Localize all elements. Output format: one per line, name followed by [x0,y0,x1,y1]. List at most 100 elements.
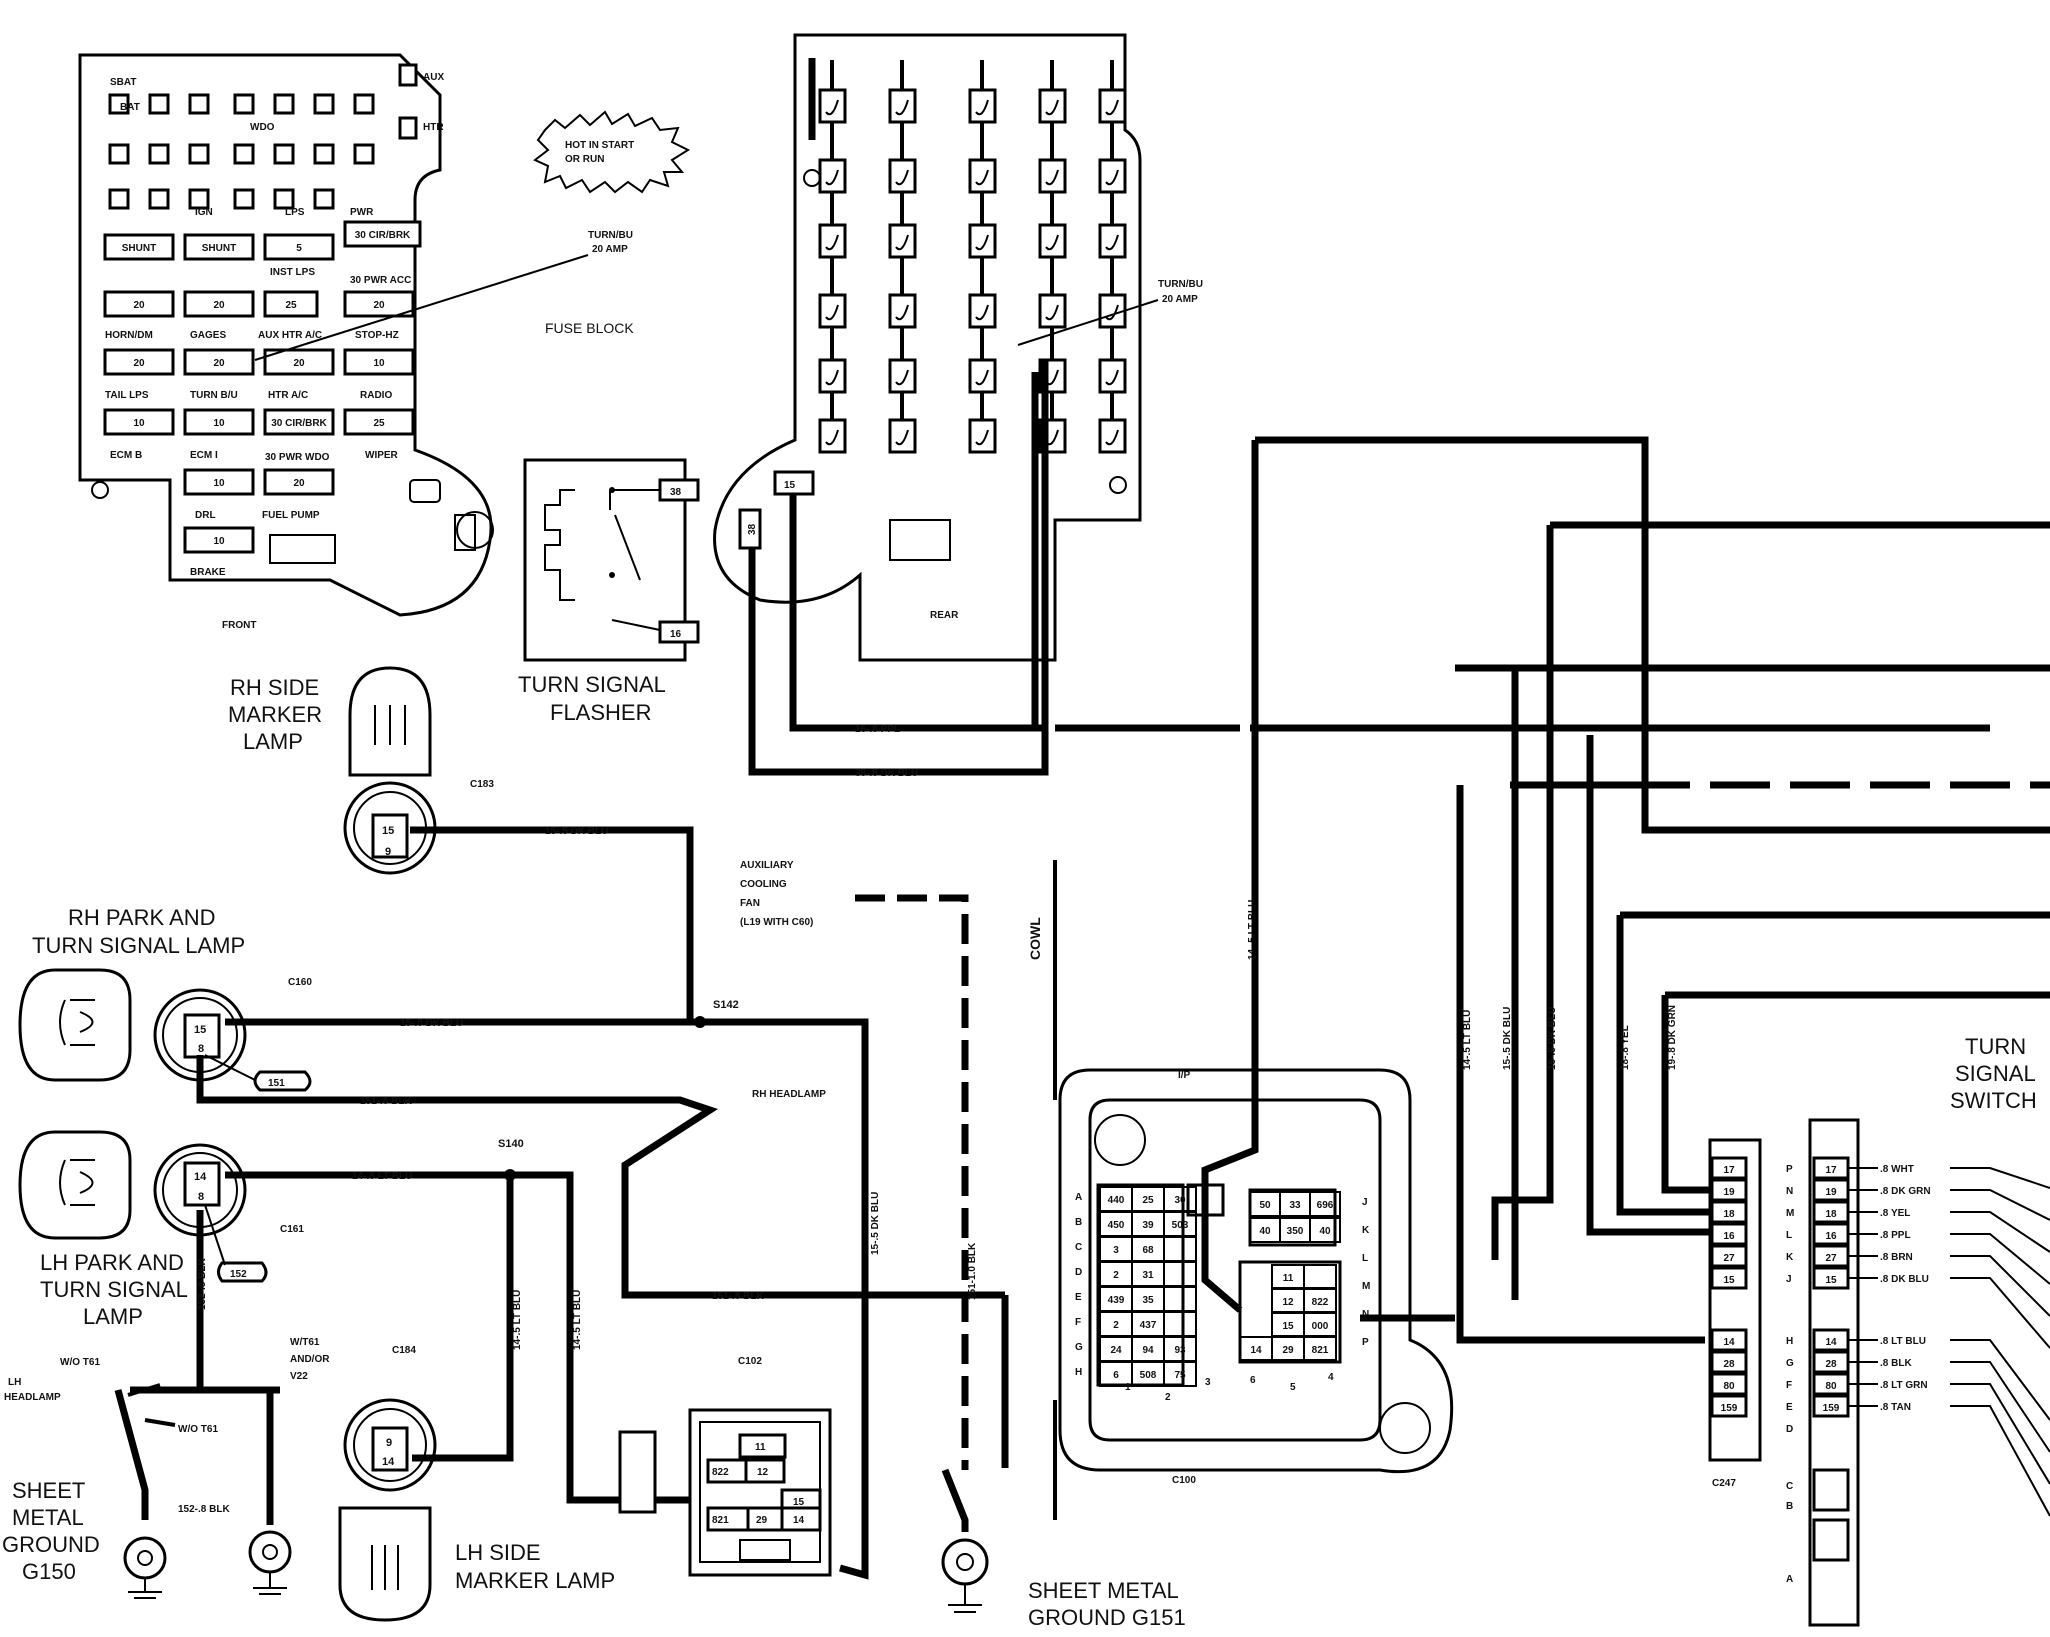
switch-title-3: SWITCH [1950,1088,2037,1113]
rh-side-marker-label-2: MARKER [228,702,322,727]
rear-fuse-slot [888,223,917,259]
wire-label-15-5-dkblu-v: 15-.5 DK BLU [870,1192,881,1255]
switch-pin-number: 15 [1825,1275,1837,1286]
c100-cell-value: 450 [1108,1220,1125,1231]
fuse-label: 30 PWR WDO [265,452,330,463]
c100-cell-value: 25 [1142,1195,1154,1206]
fuse-label: HORN/DM [105,330,153,341]
switch-pin-letter: K [1786,1252,1794,1263]
switch-pin-letter: L [1786,1230,1792,1241]
c247-pin [1710,1372,1748,1396]
c100-cell-value: 30 [1174,1195,1186,1206]
c100-cell-value: 6 [1113,1370,1119,1381]
rear-fuse-element [1105,169,1119,186]
flasher-terminal-38: 38 [670,487,682,498]
fuse [103,233,175,261]
rear-fuse-element [895,369,909,386]
c100-cell-value: 440 [1108,1195,1125,1206]
relay-cell [148,188,170,210]
c102-label: C102 [738,1356,762,1367]
wo-t61-2: W/O T61 [178,1424,218,1435]
relay-cell [233,188,255,210]
relay-cell [313,143,335,165]
switch-wire [1950,1255,2050,1317]
relay-cell [148,93,170,115]
c100-label: C100 [1172,1475,1196,1486]
rear-fuse-element [895,304,909,321]
relay-cell [188,188,210,210]
switch-pin-number: 27 [1825,1253,1837,1264]
switch-wire [1950,1405,2050,1517]
rear-fuse-slot [968,158,997,194]
wire-label-15-5-dkblu-r2: 15-.5 DK BLU [1547,1007,1558,1070]
c247-pin-number: 16 [1723,1231,1735,1242]
wire-label-15-5-dkblu-r: 15-.5 DK BLU [1502,1007,1513,1070]
rear-fuse-slot [818,158,847,194]
c100-cell-value: 2 [1113,1320,1119,1331]
splice-s142-label: S142 [713,999,739,1011]
c100-cell-value: 50 [1259,1200,1271,1211]
c100-cell-value: 39 [1142,1220,1154,1231]
rear-fuse-block: REAR [713,33,1142,662]
rear-fuse-slot [888,293,917,329]
relay-cell [108,93,130,115]
wire-label-14-8-ltblu: 14-.8 LT BLU [352,1171,412,1182]
fuse-value: 10 [373,358,385,369]
c100-cell-value: 15 [1282,1321,1294,1332]
c100-pin-number: 4 [1328,1372,1334,1383]
hot-note-line-1: HOT IN START [565,140,634,151]
c100-pin-number: 6 [1250,1375,1256,1386]
wire-label-14-5-ltblu: 14-.5 LT BLU [512,1290,523,1350]
hot-note-line-2: OR RUN [565,154,604,165]
aux-fan-1: AUXILIARY [740,860,794,871]
c247-pin [1710,1200,1748,1224]
relay-cell [148,143,170,165]
relay-cell [398,116,418,140]
c100-row-left: C [1075,1242,1082,1253]
fuse-label: HTR A/C [268,390,308,401]
wire-label-15-5-dkblu: 15-.5 DK BLU [545,826,608,837]
fuse [103,290,175,318]
rh-side-marker-label-3: LAMP [243,729,303,754]
c100-cell-value: 696 [1317,1200,1334,1211]
rear-fuse-element [825,304,839,321]
c247-pin [1710,1266,1748,1290]
rear-fuse-slot [1098,358,1127,394]
rear-fuse-slot [1038,158,1067,194]
rear-fuse-slot [888,88,917,124]
c100-cell-value: 24 [1110,1345,1122,1356]
turn-bu-note-front-1: TURN/BU [588,230,633,241]
switch-title-2: SIGNAL [1955,1061,2036,1086]
c100-pin-number: 3 [1205,1377,1211,1388]
switch-pin-letter: N [1786,1186,1793,1197]
wire-label-16-ppl: 16-.8 PPL [855,724,900,735]
c100-pin-number: 2 [1165,1392,1171,1403]
fuse [263,408,335,436]
rear-fuse-element [975,369,989,386]
c184-label: C184 [392,1345,416,1356]
switch-wire-color: .8 BRN [1880,1252,1913,1263]
svg-text:15: 15 [382,825,394,837]
relay-cell [398,63,418,87]
rear-fuse-element [1045,234,1059,251]
rear-fuse-slot [968,223,997,259]
switch-pin-letter: D [1786,1424,1793,1435]
rh-headlamp: RH HEADLAMP [752,1089,826,1100]
relay-cell [313,93,335,115]
fuse-label: TURN B/U [190,390,238,401]
fuse-label: BAT [120,102,140,113]
rear-fuse-element [825,99,839,116]
turn-bu-leader-rear [1017,299,1159,346]
c100-row-right: L [1362,1253,1368,1264]
c247-pin [1710,1394,1748,1418]
fuse-pump-grille [269,534,336,564]
fuse-label: IGN [195,207,213,218]
lh-side-marker-label-2: MARKER LAMP [455,1568,615,1593]
switch-pin-letter: M [1786,1208,1794,1219]
switch-wire-color: .8 DK GRN [1880,1186,1931,1197]
c247-pin-number: 15 [1723,1275,1735,1286]
turn-signal-flasher: 38 16 [523,458,700,662]
fuse-value: 5 [296,243,302,254]
cowl-label: COWL [1027,917,1043,960]
